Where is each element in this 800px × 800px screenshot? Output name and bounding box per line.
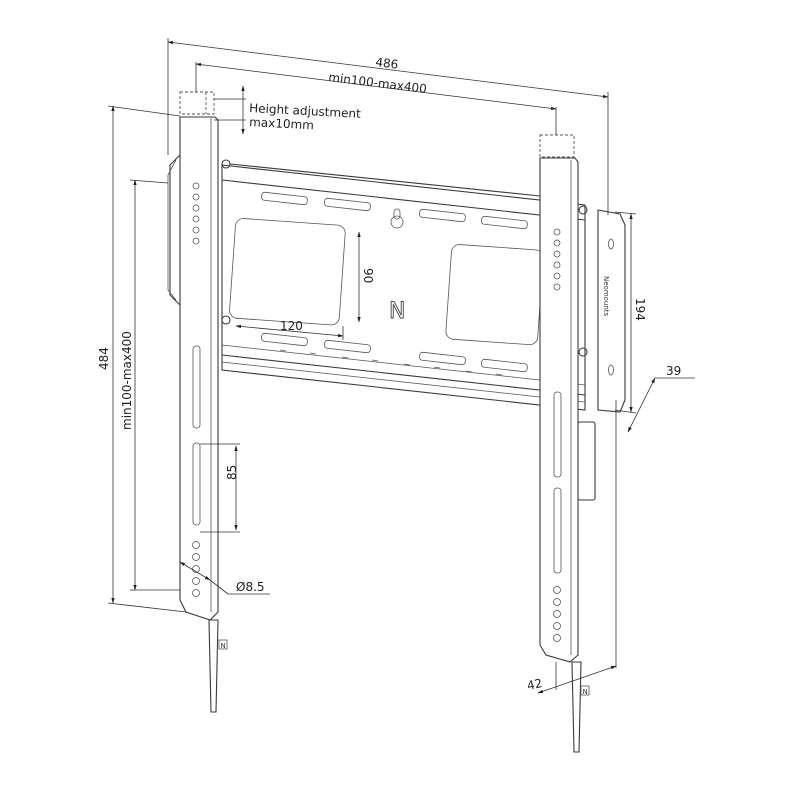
label-slot-spacing: 85: [225, 465, 239, 480]
label-height-adjustment-max: max10mm: [249, 115, 314, 132]
label-hole-spacing-horizontal: 120: [280, 319, 303, 333]
right-arm: N: [539, 134, 596, 753]
label-vesa-horizontal: min100-max400: [328, 70, 428, 96]
left-arm: N: [179, 91, 228, 713]
strap-logo-right: N: [583, 688, 588, 696]
dimension-lines: [107, 38, 695, 694]
label-hole-diameter: Ø8.5: [236, 580, 265, 594]
label-height-adjustment: Height adjustment: [249, 101, 362, 121]
side-plate-brand: Neomounts: [602, 276, 610, 317]
label-overall-height: 484: [97, 347, 111, 370]
label-vesa-vertical: min100-max400: [120, 331, 134, 430]
label-overall-width: 486: [375, 55, 399, 72]
left-side-plate: [167, 154, 181, 306]
label-arm-depth: 42: [526, 676, 544, 693]
label-hole-spacing-vertical: 90: [361, 268, 375, 283]
label-wall-distance: 39: [666, 364, 681, 378]
dimension-labels: 486 min100-max400 Height adjustment max1…: [97, 55, 681, 693]
wall-plate: N: [221, 159, 588, 411]
label-wall-plate-height: 194: [633, 298, 647, 321]
brand-logo: N: [389, 299, 405, 324]
strap-logo-left: N: [221, 642, 226, 650]
right-side-plate: Neomounts: [597, 209, 626, 413]
